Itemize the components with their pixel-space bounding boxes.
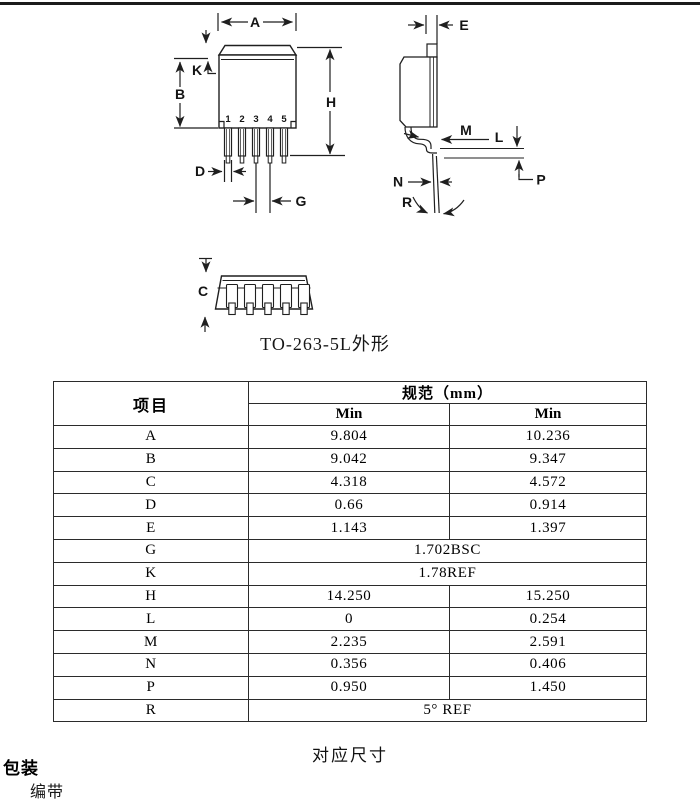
- cell-item: B: [53, 447, 249, 472]
- table-row: H 14.250 15.250: [53, 584, 647, 609]
- column-header-min-right: Min: [449, 403, 647, 426]
- pin-number-1: 1: [225, 114, 231, 125]
- side-view-drawing: [399, 15, 533, 217]
- pin-number-4: 4: [267, 114, 273, 125]
- pin-number-5: 5: [281, 114, 287, 125]
- dim-label-c: C: [198, 283, 208, 299]
- front-view-drawing: [174, 13, 345, 213]
- cell-item: L: [53, 607, 249, 632]
- table-row: E 1.143 1.397: [53, 516, 647, 540]
- cell-item: A: [53, 425, 249, 449]
- dimension-table: 项目 规范（mm） Min Min A 9.804 10.236 B 9.042…: [53, 381, 647, 723]
- cell-item: N: [53, 652, 249, 677]
- cell-item: C: [53, 470, 249, 495]
- cell-min: 0.66: [248, 493, 450, 518]
- dim-label-d: D: [195, 163, 205, 179]
- cell-min: 0.950: [248, 675, 450, 700]
- table-row: R 5° REF: [53, 698, 647, 723]
- cell-min: 2.235: [248, 630, 450, 654]
- packaging-heading: 包装: [3, 759, 39, 778]
- dim-label-a: A: [250, 14, 260, 30]
- cell-item: K: [53, 561, 249, 586]
- cell-max: 9.347: [449, 447, 647, 472]
- table-row: B 9.042 9.347: [53, 447, 647, 472]
- cell-min: 9.042: [248, 447, 450, 472]
- dim-label-l: L: [495, 129, 504, 145]
- table-row: P 0.950 1.450: [53, 675, 647, 700]
- table-row: D 0.66 0.914: [53, 493, 647, 518]
- dim-label-h: H: [326, 94, 336, 110]
- packaging-type: 编带: [30, 784, 65, 801]
- cell-min: 4.318: [248, 470, 450, 495]
- cell-item: G: [53, 538, 249, 563]
- cell-merged-value: 5° REF: [248, 698, 647, 723]
- cell-max: 15.250: [449, 584, 647, 609]
- cell-max: 4.572: [449, 470, 647, 495]
- cell-merged-value: 1.702BSC: [248, 538, 647, 563]
- cell-item: D: [53, 493, 249, 518]
- pin-number-3: 3: [253, 114, 258, 125]
- cell-item: M: [53, 630, 249, 654]
- dim-label-m: M: [460, 122, 472, 138]
- cell-max: 10.236: [449, 425, 647, 449]
- cell-item: R: [53, 698, 249, 723]
- cell-max: 1.397: [449, 516, 647, 540]
- pin-number-2: 2: [239, 114, 244, 125]
- cell-min: 0: [248, 607, 450, 632]
- package-outline-caption: TO-263-5L外形: [260, 334, 390, 354]
- dim-label-n: N: [393, 174, 403, 190]
- cell-max: 0.914: [449, 493, 647, 518]
- cell-max: 2.591: [449, 630, 647, 654]
- cell-max: 0.254: [449, 607, 647, 632]
- cell-min: 1.143: [248, 516, 450, 540]
- dim-label-k: K: [192, 62, 202, 78]
- cell-item: H: [53, 584, 249, 609]
- end-view-drawing: [199, 257, 314, 332]
- table-row: C 4.318 4.572: [53, 470, 647, 495]
- cell-min: 14.250: [248, 584, 450, 609]
- top-rule-divider: [0, 2, 700, 5]
- table-row: L 0 0.254: [53, 607, 647, 632]
- column-header-spec: 规范（mm）: [248, 381, 647, 404]
- dim-label-e: E: [459, 17, 468, 33]
- cell-merged-value: 1.78REF: [248, 561, 647, 586]
- table-row: A 9.804 10.236: [53, 425, 647, 449]
- table-row: K 1.78REF: [53, 561, 647, 586]
- cell-item: P: [53, 675, 249, 700]
- dim-label-p: P: [536, 172, 545, 188]
- package-outline-drawing: A K B H D G 1 2 3 4 5: [174, 13, 546, 332]
- cell-max: 0.406: [449, 652, 647, 677]
- dim-label-r: R: [402, 194, 412, 210]
- column-header-item: 项目: [53, 381, 249, 426]
- table-row: M 2.235 2.591: [53, 630, 647, 654]
- dim-label-g: G: [296, 193, 307, 209]
- cell-max: 1.450: [449, 675, 647, 700]
- cell-item: E: [53, 516, 249, 540]
- cell-min: 0.356: [248, 652, 450, 677]
- table-row: G 1.702BSC: [53, 538, 647, 563]
- table-row: N 0.356 0.406: [53, 652, 647, 677]
- cell-min: 9.804: [248, 425, 450, 449]
- dimension-table-caption: 对应尺寸: [312, 746, 388, 765]
- dimension-table-wrap: 项目 规范（mm） Min Min A 9.804 10.236 B 9.042…: [53, 381, 647, 723]
- column-header-min-left: Min: [248, 403, 450, 426]
- dim-label-b: B: [175, 86, 185, 102]
